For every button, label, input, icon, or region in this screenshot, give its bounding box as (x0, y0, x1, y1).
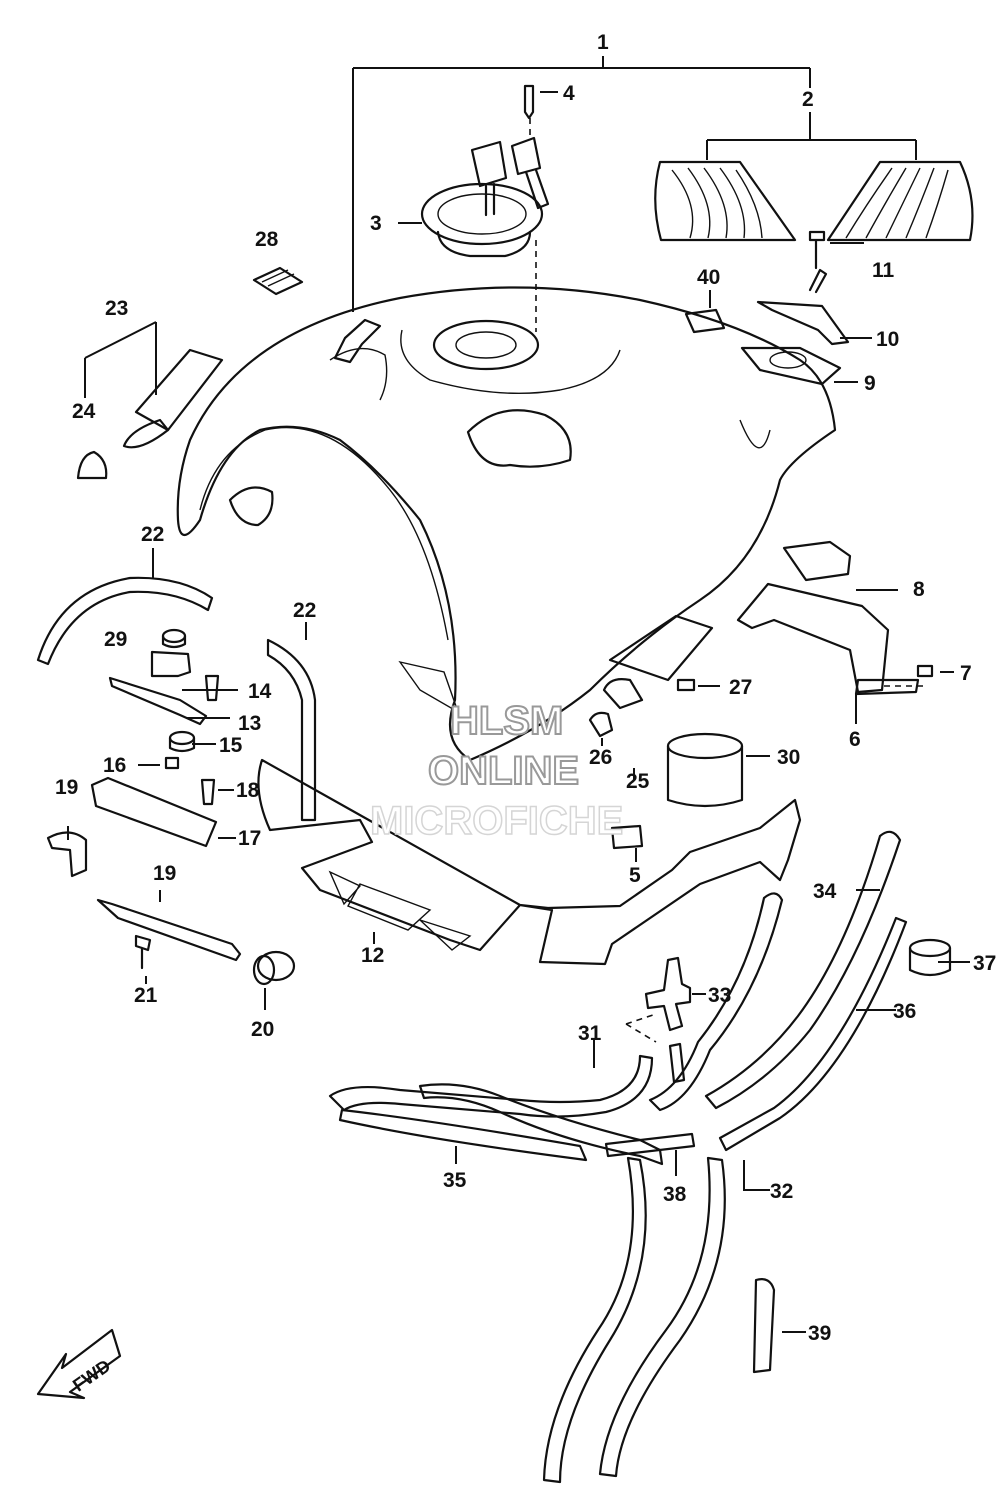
callout-24: 24 (72, 400, 96, 423)
callout-12: 12 (361, 944, 384, 967)
callout-33: 33 (708, 984, 731, 1007)
callout-37: 37 (973, 952, 996, 975)
callout-14: 14 (248, 680, 272, 703)
damper-23-24 (76, 348, 224, 480)
callout-25: 25 (626, 770, 650, 793)
callout-6: 6 (849, 728, 861, 751)
watermark: HLSM ONLINE MICROFICHE (369, 698, 624, 844)
callout-19a: 19 (55, 776, 78, 799)
fuel-cap-assembly (398, 84, 558, 332)
callout-38: 38 (663, 1183, 687, 1206)
small-hardware-left (46, 628, 296, 1010)
hoses-group (328, 830, 970, 1484)
fwd-arrow-icon: FWD (36, 1328, 122, 1400)
callout-34: 34 (813, 880, 837, 903)
bracket-parts-9-10 (684, 230, 872, 386)
insulator-12 (257, 660, 802, 966)
callout-36: 36 (893, 1000, 916, 1023)
watermark-line-2: ONLINE (428, 749, 579, 793)
callout-19b: 19 (153, 862, 176, 885)
callout-15: 15 (219, 734, 243, 757)
pump-bracket-6-8 (736, 540, 954, 724)
callout-17: 17 (238, 827, 261, 850)
assembly-brackets (84, 56, 917, 398)
callout-22b: 22 (293, 599, 316, 622)
callout-13: 13 (238, 712, 261, 735)
fuel-tank (176, 286, 837, 762)
fwd-label: FWD (69, 1356, 114, 1396)
callout-16: 16 (103, 754, 126, 777)
callout-32: 32 (770, 1180, 793, 1203)
guide-25-26-27 (588, 614, 720, 780)
callout-labels: 1 2 3 4 5 6 7 8 9 10 11 12 13 14 15 16 1… (55, 31, 996, 1345)
callout-9: 9 (864, 372, 876, 395)
callout-29: 29 (104, 628, 127, 651)
watermark-line-1: HLSM (450, 699, 563, 743)
callout-18: 18 (236, 779, 260, 802)
callout-40: 40 (697, 266, 720, 289)
callout-8: 8 (913, 578, 925, 601)
callout-20: 20 (251, 1018, 274, 1041)
decal-28 (252, 266, 304, 296)
callout-27: 27 (729, 676, 752, 699)
fuel-pump-ring-30-5 (610, 732, 770, 862)
callout-35: 35 (443, 1169, 467, 1192)
callout-3: 3 (370, 212, 382, 235)
cushion-22b (266, 622, 317, 822)
watermark-line-3: MICROFICHE (370, 799, 623, 843)
knee-pad-set (654, 160, 974, 242)
callout-28: 28 (255, 228, 279, 251)
cushion-22a (36, 548, 214, 666)
callout-30: 30 (777, 746, 800, 769)
callout-11: 11 (872, 259, 895, 282)
callout-4: 4 (563, 82, 575, 105)
callout-26: 26 (589, 746, 612, 769)
callout-39: 39 (808, 1322, 831, 1345)
callout-21: 21 (134, 984, 158, 1007)
callout-7: 7 (960, 662, 972, 685)
callout-5: 5 (629, 864, 641, 887)
callout-31: 31 (578, 1022, 602, 1045)
callout-22a: 22 (141, 523, 164, 546)
callout-2: 2 (802, 88, 814, 111)
callout-10: 10 (876, 328, 899, 351)
callout-23: 23 (105, 297, 128, 320)
callout-1: 1 (597, 31, 609, 54)
